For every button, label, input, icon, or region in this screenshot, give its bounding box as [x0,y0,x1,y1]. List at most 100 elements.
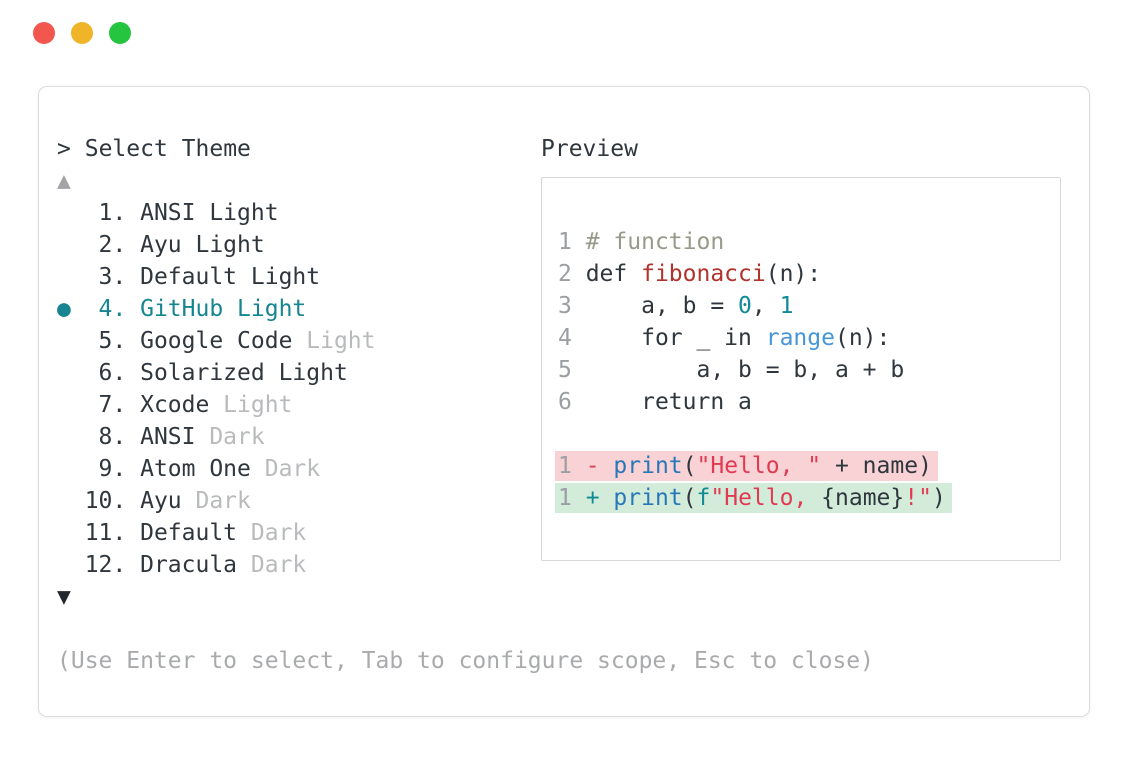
marker-spacer [57,488,85,514]
code-token-string: "Hello, " [696,453,822,479]
diff-line-removed: 1 - print("Hello, " + name) [555,450,1060,482]
marker-spacer [57,392,85,418]
code-line: 3 a, b = 0, 1 [558,290,1060,322]
marker-spacer [57,264,85,290]
code-token-default: (n): [765,261,822,287]
selected-marker-icon: ● [57,296,85,322]
code-token-string: !" [904,485,932,511]
line-number: 5 [558,357,586,383]
code-token-default: a, b = [585,293,739,319]
theme-picker-panel: > Select Theme ▲ 1. ANSI Light 2. Ayu Li… [38,86,1090,717]
code-token-default: , [751,293,780,319]
code-line: 5 a, b = b, a + b [558,354,1060,386]
code-token-added-sign: + [585,485,614,511]
select-theme-prompt: > Select Theme [57,133,376,165]
code-token-default: def [585,261,642,287]
marker-spacer [57,328,85,354]
code-token-comment: # function [585,229,725,255]
scroll-down-icon[interactable]: ▼ [57,584,71,610]
theme-item-github-light[interactable]: ● 4. GitHub Light [57,293,376,325]
code-token-fstring-prefix: f [696,485,711,511]
marker-spacer [57,232,85,258]
code-token-default: {name} [821,485,905,511]
line-number: 2 [558,261,586,287]
theme-item-default-light[interactable]: 3. Default Light [57,261,376,293]
code-line: 6 return a [558,386,1060,418]
theme-variant-label: Dark [237,552,307,578]
code-token-default: a, b = b, a + b [585,357,905,383]
code-token-default: for _ in [585,325,766,351]
line-number: 6 [558,389,586,415]
close-button[interactable] [33,22,55,44]
marker-spacer [57,520,85,546]
line-number: 4 [558,325,586,351]
diff-line-added: 1 + print(f"Hello, {name}!") [555,482,1060,514]
window-controls [33,22,147,44]
marker-spacer [57,456,85,482]
code-token-builtin: range [765,325,835,351]
theme-item-xcode-light[interactable]: 7. Xcode Light [57,389,376,421]
theme-item-ayu-light[interactable]: 2. Ayu Light [57,229,376,261]
theme-variant-label: Dark [237,520,307,546]
code-token-function: fibonacci [641,261,766,287]
code-token-default: ) [931,485,946,511]
code-token-default: (n): [834,325,891,351]
line-number: 1 [558,485,586,511]
theme-item-atom-one-dark[interactable]: 9. Atom One Dark [57,453,376,485]
theme-item-default-dark[interactable]: 11. Default Dark [57,517,376,549]
theme-item-label: 1. ANSI Light [84,200,279,226]
line-number: 1 [558,229,586,255]
theme-item-ayu-dark[interactable]: 10. Ayu Dark [57,485,376,517]
code-token-default: ( [682,485,697,511]
line-number: 1 [558,453,586,479]
keyboard-hint: (Use Enter to select, Tab to configure s… [57,648,874,674]
minimize-button[interactable] [71,22,93,44]
code-token-number: 0 [738,293,752,319]
code-token-default: + name) [821,453,932,479]
theme-variant-label: Dark [181,488,251,514]
code-token-number: 1 [779,293,794,319]
theme-item-label: 6. Solarized Light [84,360,348,386]
theme-item-label: 12. Dracula [84,552,238,578]
theme-variant-label: Light [209,392,293,418]
code-line: 4 for _ in range(n): [558,322,1060,354]
theme-variant-label: Dark [250,456,321,482]
diff-highlight-added: 1 + print(f"Hello, {name}!") [555,483,952,513]
marker-spacer [57,552,85,578]
prompt-symbol: > [57,136,71,162]
theme-item-label: 4. GitHub Light [84,296,307,322]
scroll-up-icon[interactable]: ▲ [57,168,71,194]
theme-item-ansi-light[interactable]: 1. ANSI Light [57,197,376,229]
marker-spacer [57,424,85,450]
code-token-default: return a [585,389,752,415]
theme-item-label: 10. Ayu [84,488,182,514]
page-title: Select Theme [84,136,251,162]
diff-highlight-removed: 1 - print("Hello, " + name) [555,451,938,481]
code-token-call: print [613,453,683,479]
theme-picker-left-column: > Select Theme ▲ 1. ANSI Light 2. Ayu Li… [57,133,376,613]
zoom-button[interactable] [109,22,131,44]
theme-item-label: 3. Default Light [84,264,321,290]
code-line: 1 # function [558,226,1060,258]
code-token-string: "Hello, [710,485,822,511]
code-token-removed-sign: - [585,453,614,479]
theme-item-label: 11. Default [84,520,238,546]
theme-item-ansi-dark[interactable]: 8. ANSI Dark [57,421,376,453]
line-number: 3 [558,293,586,319]
theme-item-solarized-light[interactable]: 6. Solarized Light [57,357,376,389]
theme-item-label: 8. ANSI [84,424,196,450]
theme-item-google-code-light[interactable]: 5. Google Code Light [57,325,376,357]
theme-item-dracula-dark[interactable]: 12. Dracula Dark [57,549,376,581]
marker-spacer [57,200,85,226]
theme-item-label: 5. Google Code [84,328,293,354]
code-line: 2 def fibonacci(n): [558,258,1060,290]
diff-preview: 1 - print("Hello, " + name)1 + print(f"H… [555,450,1060,514]
preview-label: Preview [541,136,638,162]
theme-item-label: 9. Atom One [84,456,251,482]
theme-list: 1. ANSI Light 2. Ayu Light 3. Default Li… [57,197,376,581]
code-token-call: print [613,485,683,511]
